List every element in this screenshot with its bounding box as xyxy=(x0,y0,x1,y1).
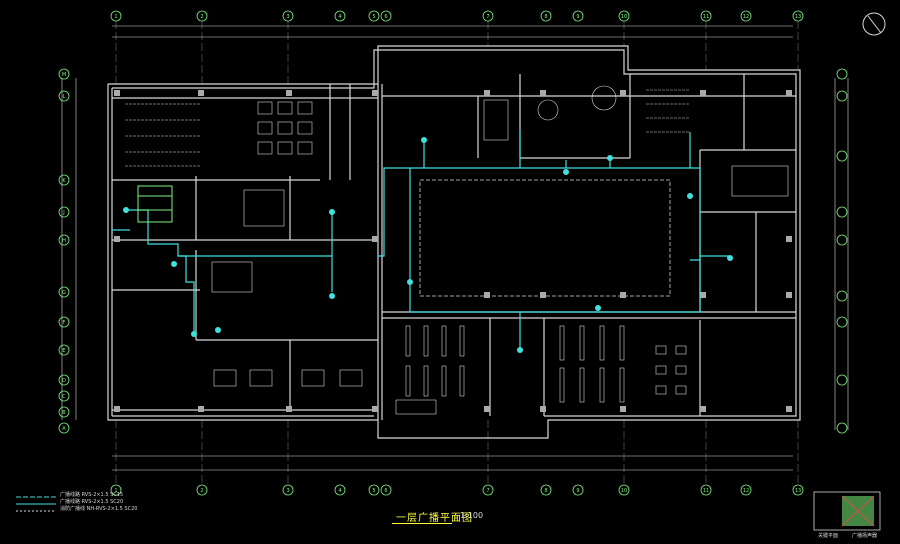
title-underline xyxy=(392,523,452,524)
device-legend-label: 广播扬声器 xyxy=(852,533,878,539)
legend: 广播线路 RVS-2×1.5 SC15 广播线路 RVS-2×1.5 SC20 … xyxy=(60,492,137,513)
axis-col-label: 11 xyxy=(703,14,709,20)
axis-row-label: G xyxy=(62,290,66,296)
axis-row-label: B xyxy=(62,410,66,416)
broadcast-cabinet xyxy=(137,185,173,223)
axis-row-label: K xyxy=(62,178,66,184)
axis-col-label: 4 xyxy=(338,14,341,20)
axis-col-label: 10 xyxy=(621,14,627,20)
axis-col-label: 2 xyxy=(200,14,203,20)
structural-columns xyxy=(114,90,792,412)
axis-row-label: L xyxy=(63,94,66,100)
axis-col-label: 9 xyxy=(576,488,579,494)
drawing-title: 一层广播平面图 xyxy=(396,513,473,524)
building-walls xyxy=(107,45,801,439)
speaker-icon xyxy=(123,137,733,353)
key-plan xyxy=(813,491,881,531)
axis-col-label: 7 xyxy=(486,488,489,494)
axis-row-label: H xyxy=(62,238,66,244)
axis-col-label: 12 xyxy=(743,14,749,20)
dimension-lines xyxy=(61,25,849,471)
axis-col-label: 12 xyxy=(743,488,749,494)
axis-row-label: C xyxy=(62,394,66,400)
axis-col-label: 4 xyxy=(338,488,341,494)
drawing-scale: 1:100 xyxy=(460,511,484,520)
axis-col-label: 13 xyxy=(795,488,801,494)
legend-item: 广播线路 RVS-2×1.5 SC15 xyxy=(60,492,124,498)
axis-col-label: 11 xyxy=(703,488,709,494)
axis-row-label: D xyxy=(62,378,66,384)
axis-bubbles xyxy=(58,10,848,496)
axis-col-label: 13 xyxy=(795,14,801,20)
legend-lines xyxy=(16,496,56,512)
axis-col-label: 10 xyxy=(621,488,627,494)
axis-col-label: 8 xyxy=(544,14,547,20)
axis-col-label: 1 xyxy=(114,14,117,20)
axis-col-label: 1 xyxy=(114,488,117,494)
axis-row-label: A xyxy=(62,426,66,432)
axis-col-label: 6 xyxy=(384,14,387,20)
north-arrow-icon xyxy=(862,12,886,36)
legend-item: 消防广播线 NH-RVS-2×1.5 SC20 xyxy=(60,506,138,512)
axis-col-label: 3 xyxy=(286,14,289,20)
grid-axes xyxy=(115,21,799,485)
key-plan-label: 关键平面 xyxy=(818,533,839,539)
axis-row-label: E xyxy=(62,348,65,354)
atrium-void xyxy=(419,179,671,297)
axis-col-label: 9 xyxy=(576,14,579,20)
axis-col-label: 5 xyxy=(372,14,375,20)
axis-row-label: M xyxy=(62,72,66,78)
furniture xyxy=(125,85,789,415)
axis-col-label: 6 xyxy=(384,488,387,494)
axis-col-label: 8 xyxy=(544,488,547,494)
axis-row-label: F xyxy=(63,320,66,326)
axis-col-label: 5 xyxy=(372,488,375,494)
legend-item: 广播线路 RVS-2×1.5 SC20 xyxy=(60,499,124,505)
axis-col-label: 3 xyxy=(286,488,289,494)
axis-col-label: 7 xyxy=(486,14,489,20)
axis-row-label: J xyxy=(62,210,64,216)
axis-col-label: 2 xyxy=(200,488,203,494)
